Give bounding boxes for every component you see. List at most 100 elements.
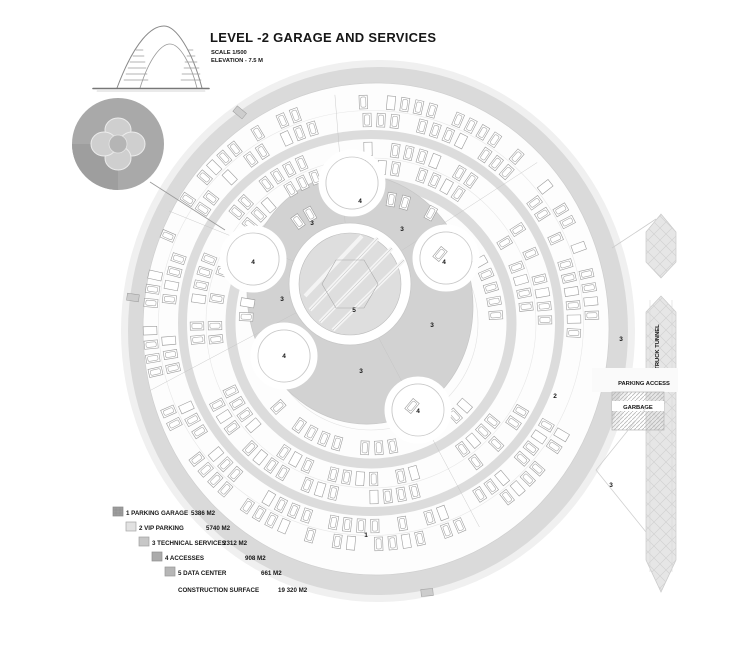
- parked-car: [284, 164, 294, 175]
- parking-stall: [581, 282, 597, 294]
- parked-car: [487, 416, 498, 426]
- parking-stall: [300, 476, 314, 494]
- parked-car: [525, 249, 537, 258]
- parking-stall: [452, 517, 467, 534]
- parking-stall: [288, 107, 302, 124]
- parking-stall: [441, 127, 456, 144]
- parking-stall: [488, 310, 504, 321]
- parked-car: [364, 114, 370, 126]
- parked-car: [539, 317, 551, 323]
- plan-number-label: 4: [416, 408, 420, 415]
- legend-total-label: CONSTRUCTION SURFACE: [178, 587, 259, 594]
- parked-car: [480, 270, 492, 279]
- parked-car: [329, 468, 337, 480]
- elevation-note: ELEVATION - 7.5 M: [211, 58, 263, 64]
- parking-stall: [330, 435, 344, 452]
- dome-scaffold-right: [180, 49, 202, 81]
- parking-stall: [242, 440, 259, 457]
- parked-car: [389, 440, 397, 452]
- legend-label-data-center: 5 DATA CENTER: [178, 570, 227, 577]
- parking-stall: [308, 169, 322, 186]
- parking-stall: [275, 112, 290, 129]
- parking-stall: [450, 185, 466, 203]
- parking-stall: [142, 326, 158, 336]
- parking-stall: [570, 240, 587, 254]
- parking-stall: [227, 140, 243, 158]
- parked-car: [145, 299, 157, 307]
- perimeter-vent: [126, 292, 140, 303]
- parking-stall: [277, 517, 291, 535]
- parking-stall: [147, 366, 164, 378]
- parking-stall: [215, 408, 233, 425]
- parked-car: [490, 312, 502, 319]
- parked-car: [203, 255, 215, 264]
- parking-stall: [522, 246, 539, 261]
- parking-stall: [463, 172, 479, 189]
- parked-car: [165, 351, 176, 358]
- parking-stall: [345, 535, 357, 551]
- parked-car: [490, 134, 500, 146]
- parked-car: [491, 157, 501, 169]
- parked-car: [302, 510, 311, 521]
- parking-stall: [217, 481, 234, 498]
- legend-chip-accesses: [151, 551, 163, 562]
- parked-car: [291, 109, 300, 121]
- parked-car: [450, 410, 460, 421]
- parking-stall: [162, 349, 179, 360]
- parking-stall: [161, 294, 177, 305]
- parking-stall: [389, 113, 400, 129]
- parking-stalls: [142, 94, 600, 552]
- plan-number-label: 4: [442, 259, 446, 266]
- parked-car: [209, 322, 221, 329]
- parking-stall: [534, 287, 551, 299]
- parking-stall: [362, 112, 372, 128]
- parking-stall: [279, 130, 294, 147]
- parked-car: [405, 147, 413, 159]
- parking-stall: [358, 94, 368, 110]
- parking-stall: [238, 312, 254, 322]
- parking-stall: [508, 148, 525, 165]
- parked-car: [194, 427, 205, 437]
- parked-car: [378, 114, 384, 126]
- parking-stall: [440, 522, 454, 539]
- parking-stall: [245, 417, 262, 434]
- parked-car: [278, 115, 287, 126]
- parking-stall: [578, 268, 595, 280]
- parked-car: [231, 207, 242, 218]
- parking-stall: [486, 295, 502, 307]
- parking-stall: [216, 149, 233, 166]
- parking-stall: [389, 143, 401, 159]
- parked-car: [163, 296, 175, 303]
- parked-car: [303, 479, 312, 491]
- legend-label-vip-parking: 2 VIP PARKING: [139, 525, 184, 532]
- parked-car: [220, 484, 231, 495]
- aisle-arc: [158, 110, 584, 536]
- parking-stall: [291, 417, 307, 434]
- parked-car: [478, 127, 488, 138]
- parked-car: [455, 520, 464, 531]
- plan-number-label: 3: [310, 220, 314, 227]
- parking-stall: [264, 511, 279, 529]
- parked-car: [458, 443, 468, 455]
- parking-stall: [423, 204, 439, 222]
- parking-stall: [239, 297, 256, 309]
- parking-stall: [302, 205, 318, 223]
- parked-car: [276, 499, 286, 511]
- parking-stall: [179, 191, 197, 208]
- parking-stall: [518, 301, 534, 312]
- parked-car: [511, 151, 522, 162]
- parking-stall: [415, 167, 429, 184]
- parked-car: [267, 514, 276, 526]
- parking-stall: [273, 496, 289, 514]
- parking-stall: [451, 111, 465, 129]
- parking-stall: [294, 155, 309, 172]
- parked-car: [426, 207, 436, 219]
- parking-stall: [161, 335, 177, 346]
- parked-car: [210, 336, 222, 343]
- site-key-sketch: [72, 98, 226, 231]
- parking-stall: [557, 258, 574, 271]
- legend-label-parking-garage: 1 PARKING GARAGE: [126, 510, 188, 517]
- parking-stall: [295, 174, 310, 192]
- parking-stall: [258, 175, 275, 193]
- parking-stall: [483, 413, 501, 430]
